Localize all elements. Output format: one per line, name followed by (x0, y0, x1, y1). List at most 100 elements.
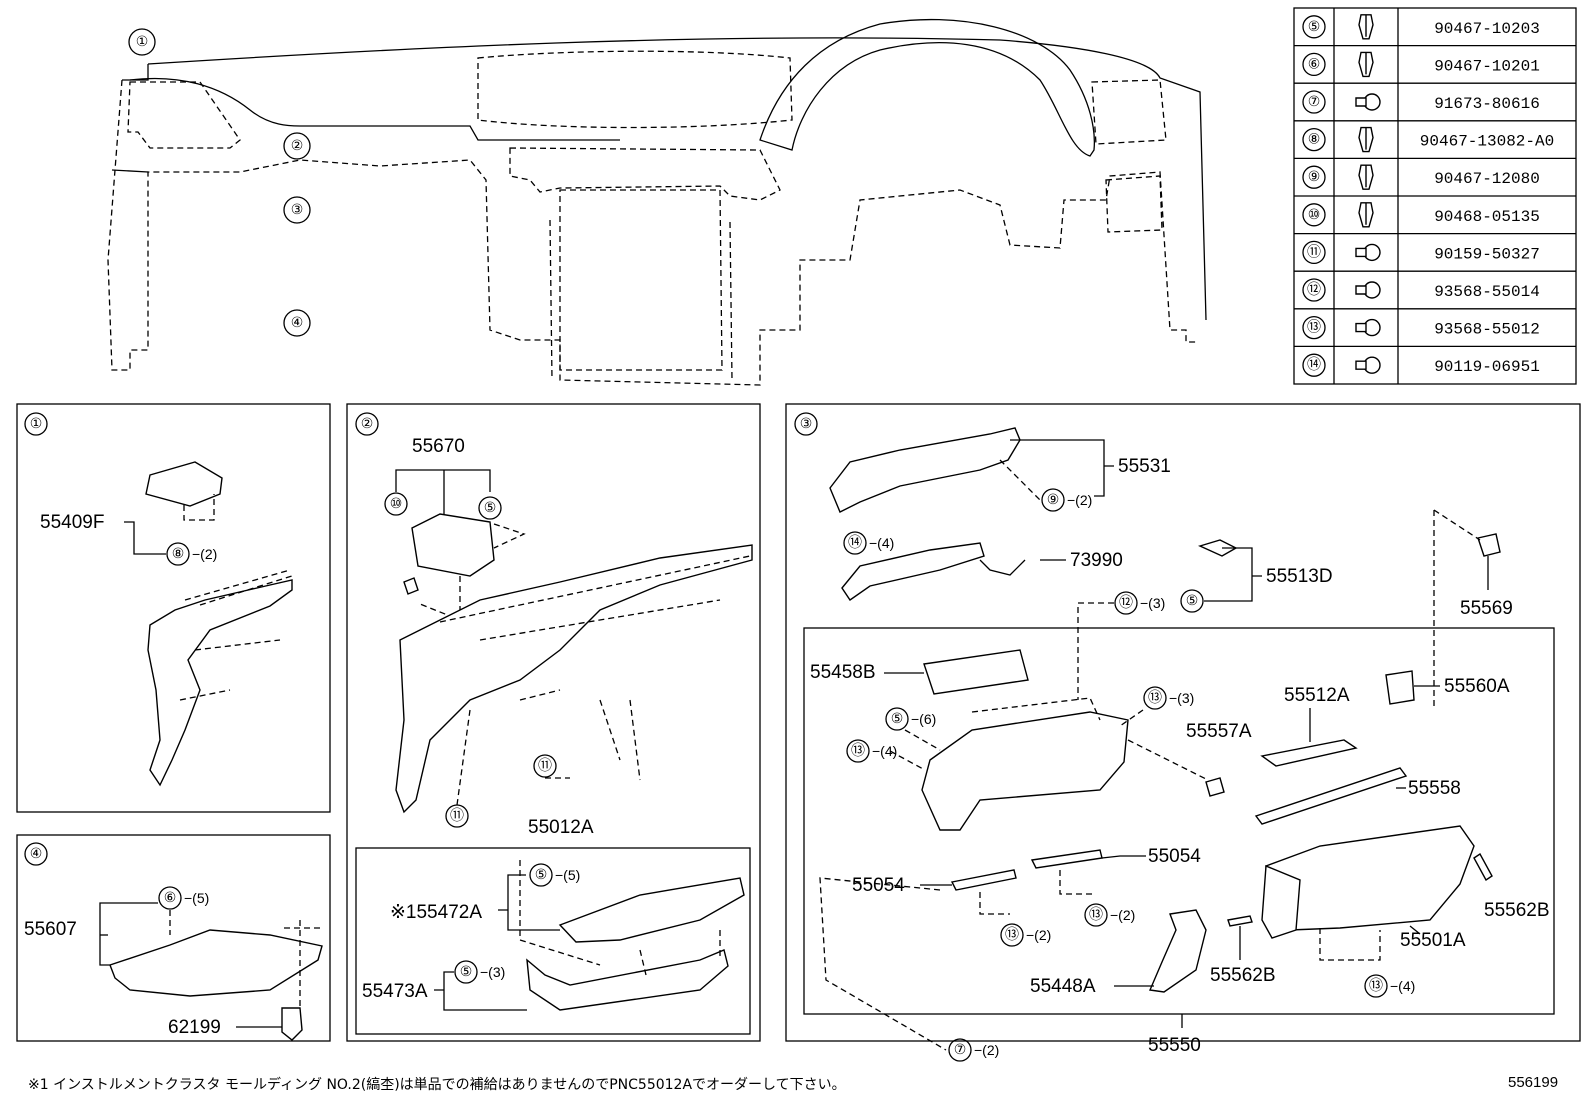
fastener-ref: ⑦ (1308, 94, 1321, 110)
callout-label: 55607 (24, 919, 77, 940)
footer-note: ※1 インストルメントクラスタ モールディング NO.2(縞杢)は単品での補給は… (28, 1077, 846, 1093)
overview-callout-1: ① (128, 28, 156, 56)
callout-label: 55557A (1186, 721, 1252, 742)
overview-dashboard: ① ② ③ ④ (107, 18, 1207, 386)
side-cover-55448A-part (1148, 909, 1207, 993)
fastener-row: ⑥ 90467-10201 (1294, 44, 1576, 78)
callout-label: −(6) (911, 711, 936, 727)
callout-label: −(5) (184, 890, 209, 906)
callout-label: −(3) (480, 964, 505, 980)
callout-label: 55448A (1030, 976, 1096, 997)
callout-label: 55562B (1210, 965, 1276, 986)
callout-label: −(3) (1169, 690, 1194, 706)
fastener-ref: ⑫ (1307, 282, 1321, 298)
fastener-row: ⑫ 93568-55014 (1294, 270, 1576, 302)
callout-label: 55562B (1484, 900, 1550, 921)
fastener-ref: ⑩ (1308, 207, 1321, 223)
callout-label: ⑤ (535, 867, 548, 883)
door-edge-part (1261, 864, 1301, 939)
fastener-ref: ⑭ (1307, 357, 1321, 373)
callout-label: ⑧ (172, 546, 185, 562)
panel-1: ① 55409F ⑧ −(2) (16, 403, 331, 813)
callout-label: 55558 (1408, 778, 1461, 799)
panel-2-number: ② (361, 416, 374, 432)
callout-label: ⑬ (1148, 690, 1162, 706)
clip-icon (1358, 164, 1374, 190)
lock-55560A-part (1385, 670, 1415, 705)
glovebox-housing-part (921, 711, 1129, 831)
callout-label: ⑩ (390, 496, 403, 512)
callout-label: ⑭ (848, 535, 862, 551)
callout-label: 55409F (40, 512, 104, 533)
fastener-ref: ⑥ (1308, 56, 1321, 72)
callout-label: −(2) (1067, 492, 1092, 508)
callout-label: ① (136, 34, 149, 50)
fastener-part-number: 90467-12080 (1434, 170, 1540, 188)
panel-55458B-part (923, 649, 1029, 695)
vent-part (411, 513, 495, 577)
bolt-part (403, 577, 419, 595)
panel-3: ③ 55531 ⑨ −(2) ⑭ −(4) 73990 ⑫ −(3) 55513… (785, 403, 1581, 1062)
clip-icon (1358, 202, 1374, 228)
callout-label: ⑬ (851, 743, 865, 759)
fastener-part-number: 90467-10201 (1434, 57, 1540, 75)
callout-label: −(4) (1390, 978, 1415, 994)
callout-label: ② (291, 138, 304, 154)
callout-label: −(5) (555, 867, 580, 883)
callout-label: ⑤ (891, 711, 904, 727)
pin-55562B-right-part (1473, 852, 1493, 882)
callout-label: −(3) (1140, 595, 1165, 611)
hinge-left-part (950, 869, 1017, 891)
overview-callout-3: ③ (283, 196, 311, 224)
fastener-part-number: 93568-55014 (1434, 283, 1540, 301)
clip-icon (1358, 51, 1374, 78)
bolt-icon (1355, 93, 1381, 111)
fastener-ref: ⑤ (1308, 19, 1321, 35)
panel-3-number: ③ (800, 416, 813, 432)
fastener-part-number: 90468-05135 (1434, 208, 1540, 226)
rod-55558-part (1254, 767, 1408, 825)
panel-4-number: ④ (30, 846, 43, 862)
callout-label: 73990 (1070, 550, 1123, 571)
hinge-right-part (1030, 849, 1103, 869)
callout-label: −(2) (1110, 907, 1135, 923)
molding-part (558, 877, 745, 943)
panel-1-number: ① (30, 416, 43, 432)
callout-label: ⑦ (954, 1042, 967, 1058)
callout-label: 55512A (1284, 685, 1350, 706)
callout-label: 55560A (1444, 676, 1510, 697)
clip-icon (1358, 14, 1374, 40)
screw-icon (1355, 243, 1381, 262)
callout-label: 55550 (1148, 1035, 1201, 1056)
callout-label: ⑬ (1369, 978, 1383, 994)
callout-label: 55054 (1148, 846, 1201, 867)
overview-callout-4: ④ (283, 309, 311, 337)
screw-icon (1355, 318, 1381, 337)
lower-panel-part (109, 929, 323, 997)
callout-label: 62199 (168, 1017, 221, 1038)
fastener-ref: ⑧ (1308, 132, 1321, 148)
callout-label: ⑬ (1089, 907, 1103, 923)
callout-label: ⑬ (1005, 927, 1019, 943)
pad-55512A-part (1260, 739, 1358, 767)
fastener-ref: ⑪ (1307, 244, 1321, 260)
fastener-row: ⑩ 90468-05135 (1294, 195, 1576, 228)
panel-2: ② 55670 ⑩ ⑤ ⑪ ⑪ 55012A ※155472A ⑤ −(5) 5… (346, 403, 761, 1042)
callout-label: ⑥ (164, 890, 177, 906)
cover-part (145, 461, 223, 507)
callout-label: ⑫ (1119, 595, 1133, 611)
callout-label: 55531 (1118, 456, 1171, 477)
callout-label: 55458B (810, 662, 876, 683)
dash-frame-part (395, 544, 753, 814)
fastener-part-number: 90159-50327 (1434, 245, 1540, 263)
callout-label: 55012A (528, 817, 594, 838)
callout-label: ⑤ (1186, 593, 1199, 609)
callout-label: ⑪ (538, 758, 552, 774)
